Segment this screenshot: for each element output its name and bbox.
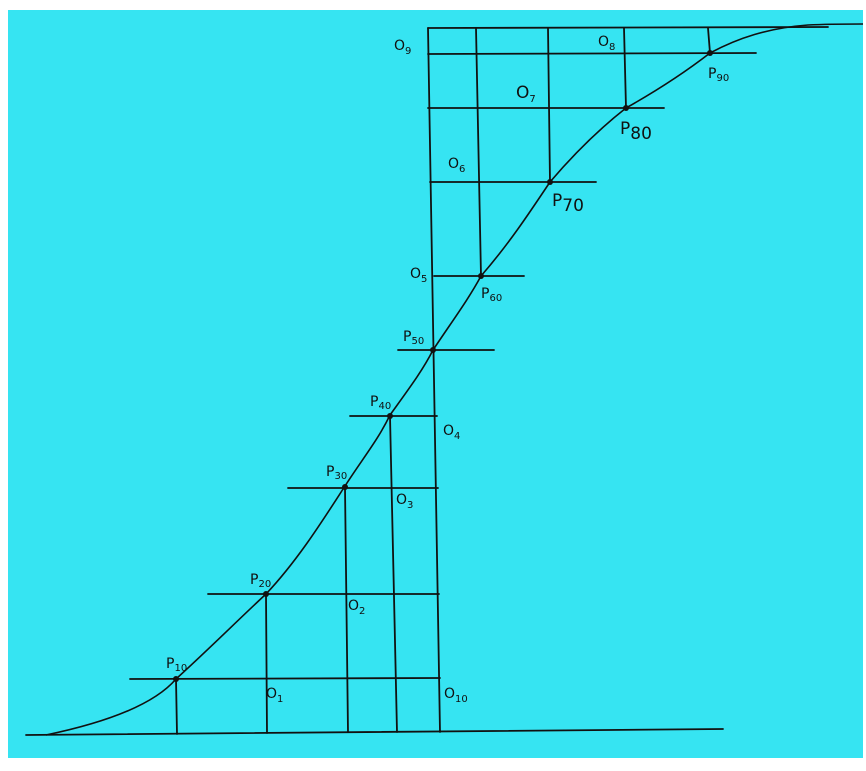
- label-o2: O2: [348, 598, 365, 617]
- p30-vertical: [344, 487, 349, 733]
- point-p60: [478, 273, 484, 279]
- top-horizontal-line: [427, 26, 829, 29]
- point-p80: [623, 105, 629, 111]
- p70-vertical: [547, 27, 551, 183]
- center-vertical-line: [427, 27, 441, 733]
- label-o10: O10: [444, 686, 468, 705]
- label-o8: O8: [598, 34, 615, 53]
- label-p60: P60: [481, 286, 502, 304]
- label-p30: P30: [326, 464, 347, 482]
- label-p50: P50: [403, 329, 424, 347]
- diagram-svg: P10 P20 P30 P40 P50 P60 P70 P80 P90 O1 O…: [25, 23, 863, 736]
- label-p90: P90: [708, 66, 729, 84]
- sigmoid-curve: [45, 23, 863, 736]
- label-o7: O7: [516, 83, 536, 105]
- label-o3: O3: [396, 492, 413, 511]
- label-o5: O5: [410, 266, 427, 285]
- p20-vertical: [265, 593, 268, 734]
- label-p10: P10: [166, 656, 187, 674]
- point-p50: [430, 347, 436, 353]
- label-o4: O4: [443, 423, 460, 442]
- p90-horizontal: [427, 52, 757, 55]
- p60-vertical: [475, 27, 482, 277]
- baseline: [25, 728, 724, 736]
- label-o1: O1: [266, 686, 283, 705]
- p40-vertical: [389, 415, 398, 733]
- p10-vertical: [175, 678, 178, 735]
- point-p40: [387, 413, 393, 419]
- p80-vertical: [623, 27, 627, 109]
- point-p70: [547, 179, 553, 185]
- point-p90: [707, 50, 713, 56]
- point-p20: [263, 591, 269, 597]
- label-p70: P70: [552, 191, 584, 216]
- label-p20: P20: [250, 572, 271, 590]
- point-p10: [173, 676, 179, 682]
- diagram-background: P10 P20 P30 P40 P50 P60 P70 P80 P90 O1 O…: [8, 10, 863, 758]
- label-o9: O9: [394, 38, 411, 57]
- label-o6: O6: [448, 156, 465, 175]
- p10-horizontal: [129, 677, 441, 680]
- p90-vertical: [707, 27, 711, 54]
- point-p30: [342, 484, 348, 490]
- label-p80: P80: [620, 119, 652, 144]
- label-p40: P40: [370, 394, 391, 412]
